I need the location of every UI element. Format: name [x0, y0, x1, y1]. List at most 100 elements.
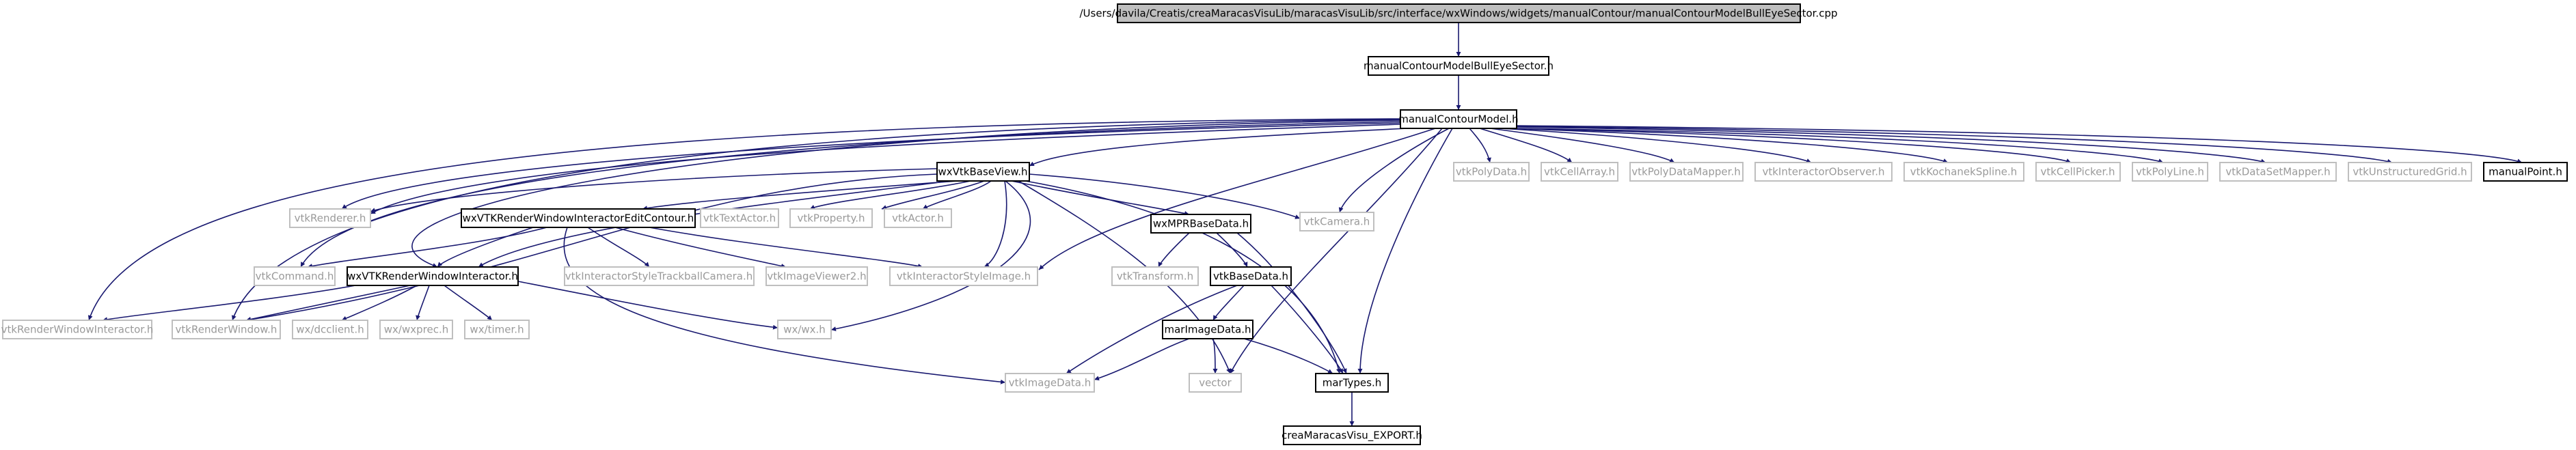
dependency-edge	[1094, 338, 1190, 381]
svg-text:vtkInteractorStyleImage.h: vtkInteractorStyleImage.h	[897, 270, 1031, 283]
node-wx-wx-h[interactable]: wx/wx.h	[777, 320, 832, 339]
node-wx-vtk-render-window-interactor-h[interactable]: wxVTKRenderWindowInteractor.h	[347, 266, 519, 286]
node-mar-image-data-h[interactable]: marImageData.h	[1162, 320, 1253, 339]
dependency-edge	[1479, 128, 1573, 163]
node-manual-point-h[interactable]: manualPoint.h	[2483, 162, 2568, 182]
node-manual-contour-model-h[interactable]: manualContourModel.h	[1398, 109, 1519, 129]
svg-text:wx/dcclient.h: wx/dcclient.h	[296, 324, 364, 336]
node-manual-contour-model-bulleye-sector-h[interactable]: manualContourModelBullEyeSector.h	[1364, 56, 1554, 76]
dependency-edge	[245, 285, 411, 322]
dependency-edge	[416, 285, 430, 321]
node-vtk-renderer-h[interactable]: vtkRenderer.h	[289, 208, 371, 228]
dependency-edge	[1469, 128, 1491, 163]
dependency-edge	[1506, 128, 1949, 163]
dependency-edge	[245, 173, 938, 322]
svg-text:vtkProperty.h: vtkProperty.h	[797, 212, 865, 225]
dependency-edge	[437, 227, 534, 268]
svg-text:vtkCellArray.h: vtkCellArray.h	[1544, 166, 1615, 178]
svg-text:vtkCamera.h: vtkCamera.h	[1304, 216, 1370, 228]
svg-text:vtkPolyData.h: vtkPolyData.h	[1456, 166, 1527, 178]
dependency-edge	[922, 180, 992, 210]
svg-text:/Users/davila/Creatis/creaMara: /Users/davila/Creatis/creaMaracasVisuLib…	[1079, 8, 1837, 20]
node-vtk-render-window-h[interactable]: vtkRenderWindow.h	[172, 320, 281, 339]
node-vtk-image-viewer2-h[interactable]: vtkImageViewer2.h	[765, 266, 868, 286]
node-vtk-image-data-h[interactable]: vtkImageData.h	[1005, 373, 1095, 393]
svg-text:vtkKochanekSpline.h: vtkKochanekSpline.h	[1910, 166, 2017, 178]
dependency-edge	[614, 227, 787, 268]
dependency-edge	[1489, 128, 1675, 163]
node-wx-dcclient-h[interactable]: wx/dcclient.h	[292, 320, 368, 339]
node-vtk-base-data-h[interactable]: vtkBaseData.h	[1210, 266, 1292, 286]
dependency-edge	[1516, 126, 2393, 164]
dependency-edge	[1516, 125, 2523, 164]
svg-text:manualContourModelBullEyeSecto: manualContourModelBullEyeSector.h	[1364, 60, 1554, 72]
node-vtk-command-h[interactable]: vtkCommand.h	[254, 266, 336, 286]
node-vtk-actor-h[interactable]: vtkActor.h	[884, 208, 952, 228]
node-vtk-poly-data-h[interactable]: vtkPolyData.h	[1453, 162, 1530, 182]
node-vtk-poly-line-h[interactable]: vtkPolyLine.h	[2132, 162, 2208, 182]
svg-text:creaMaracasVisu_EXPORT.h: creaMaracasVisu_EXPORT.h	[1282, 430, 1422, 442]
svg-text:vtkCellPicker.h: vtkCellPicker.h	[2040, 166, 2115, 178]
dependency-edge	[1515, 126, 2266, 164]
dependency-edge	[1510, 128, 2072, 163]
svg-text:vtkTextActor.h: vtkTextActor.h	[703, 212, 776, 225]
node-vtk-render-window-interactor-h[interactable]: vtkRenderWindowInteractor.h	[1, 320, 154, 339]
dependency-edge	[1011, 180, 1190, 216]
svg-text:marTypes.h: marTypes.h	[1323, 377, 1382, 389]
dependency-edge	[1029, 128, 1409, 167]
node-vtk-poly-data-mapper-h[interactable]: vtkPolyDataMapper.h	[1629, 162, 1744, 182]
svg-text:vtkCommand.h: vtkCommand.h	[256, 270, 334, 283]
dependency-edge	[1513, 128, 2164, 163]
dependency-edge	[1216, 232, 1248, 268]
node-vtk-cell-picker-h[interactable]: vtkCellPicker.h	[2035, 162, 2121, 182]
node-vtk-unstructured-grid-h[interactable]: vtkUnstructuredGrid.h	[2348, 162, 2472, 182]
svg-text:vtkInteractorObserver.h: vtkInteractorObserver.h	[1762, 166, 1884, 178]
node-wx-wxprec-h[interactable]: wx/wxprec.h	[379, 320, 453, 339]
node-vtk-cell-array-h[interactable]: vtkCellArray.h	[1541, 162, 1618, 182]
dependency-edge	[102, 285, 356, 322]
dependency-edge	[1271, 285, 1344, 374]
dependency-edge	[370, 124, 1402, 214]
node-vtk-interactor-style-trackball-camera-h[interactable]: vtkInteractorStyleTrackballCamera.h	[564, 266, 755, 286]
dependency-edge	[411, 119, 1401, 268]
dependency-edge	[1066, 285, 1238, 374]
node-vtk-property-h[interactable]: vtkProperty.h	[789, 208, 873, 228]
svg-text:manualPoint.h: manualPoint.h	[2489, 166, 2562, 178]
dependency-edge	[809, 180, 971, 210]
dependency-edge	[881, 180, 985, 210]
dependency-edge	[1243, 338, 1333, 374]
svg-text:vtkImageViewer2.h: vtkImageViewer2.h	[767, 270, 866, 283]
node-mar-types-h[interactable]: marTypes.h	[1315, 373, 1389, 393]
dependency-edge	[1212, 285, 1245, 321]
dependency-edge	[1236, 232, 1347, 374]
svg-text:marImageData.h: marImageData.h	[1164, 324, 1251, 336]
node-vtk-camera-h[interactable]: vtkCamera.h	[1299, 212, 1374, 231]
svg-text:vtkRenderWindow.h: vtkRenderWindow.h	[176, 324, 277, 336]
svg-text:vtkUnstructuredGrid.h: vtkUnstructuredGrid.h	[2353, 166, 2467, 178]
node-vtk-transform-h[interactable]: vtkTransform.h	[1111, 266, 1199, 286]
dependency-edge	[341, 285, 418, 321]
dependency-edge	[1338, 128, 1450, 213]
node-wx-timer-h[interactable]: wx/timer.h	[464, 320, 530, 339]
dependency-edge	[830, 180, 1031, 332]
node-vtk-text-actor-h[interactable]: vtkTextActor.h	[700, 208, 779, 228]
node-wx-vtk-render-window-interactor-edit-contour-h[interactable]: wxVTKRenderWindowInteractorEditContour.h	[461, 208, 696, 228]
svg-text:vector: vector	[1199, 377, 1232, 389]
dependency-edge	[563, 227, 1006, 384]
svg-text:wxVTKRenderWindowInteractorEdi: wxVTKRenderWindowInteractorEditContour.h	[463, 212, 694, 225]
node-vtk-interactor-style-image-h[interactable]: vtkInteractorStyleImage.h	[889, 266, 1038, 286]
dependency-edge	[517, 281, 778, 330]
node-vtk-kochanek-spline-h[interactable]: vtkKochanekSpline.h	[1903, 162, 2024, 182]
node-root-source-file[interactable]: /Users/davila/Creatis/creaMaracasVisuLib…	[1079, 3, 1838, 23]
node-vector[interactable]: vector	[1189, 373, 1242, 393]
dependency-edge	[642, 180, 958, 211]
node-vtk-data-set-mapper-h[interactable]: vtkDataSetMapper.h	[2219, 162, 2337, 182]
node-crea-maracas-visu-export-h[interactable]: creaMaracasVisu_EXPORT.h	[1282, 425, 1422, 445]
node-wx-vtk-base-view-h[interactable]: wxVtkBaseView.h	[936, 162, 1030, 182]
svg-text:vtkImageData.h: vtkImageData.h	[1009, 377, 1092, 389]
dependency-edge	[1212, 338, 1218, 374]
node-wx-mpr-base-data-h[interactable]: wxMPRBaseData.h	[1150, 214, 1251, 234]
node-vtk-interactor-observer-h[interactable]: vtkInteractorObserver.h	[1754, 162, 1893, 182]
svg-text:wx/timer.h: wx/timer.h	[470, 324, 524, 336]
